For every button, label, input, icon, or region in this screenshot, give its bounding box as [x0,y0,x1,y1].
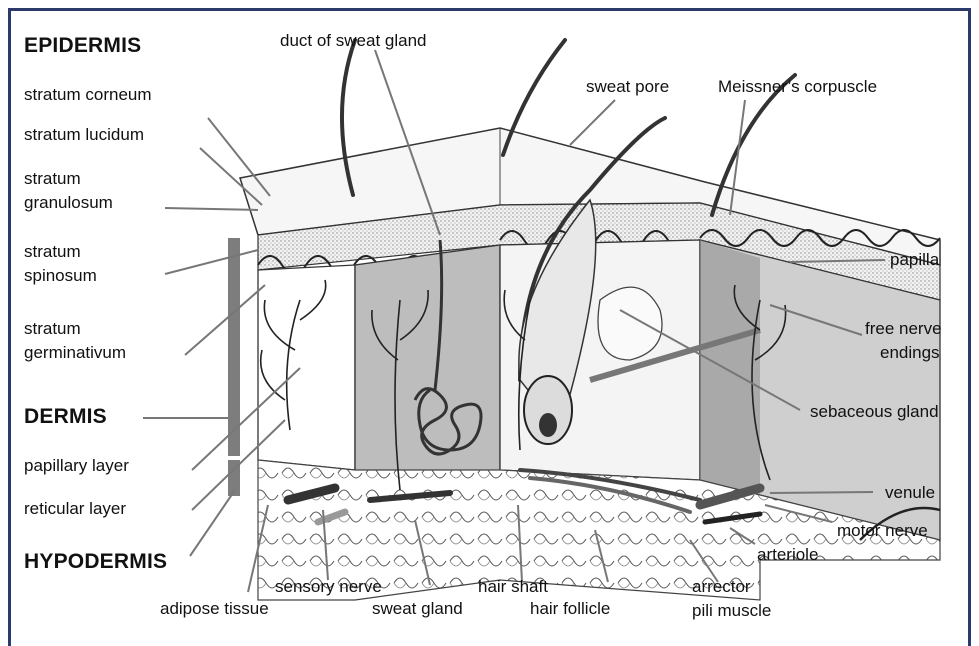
dermis-left-block [258,265,355,470]
label-sweat-pore: sweat pore [586,76,669,97]
label-hair-shaft: hair shaft [478,576,548,597]
label-venule: venule [885,482,935,503]
label-sensory-nerve: sensory nerve [275,576,382,597]
label-papillary-layer: papillary layer [24,455,129,476]
label-meissners-corpuscle: Meissner’s corpuscle [718,76,877,97]
label-papilla: papilla [890,249,939,270]
label-stratum-spinosum-line2: spinosum [24,265,97,286]
label-adipose-tissue: adipose tissue [160,598,269,619]
label-arrector-pili-muscle-line2: pili muscle [692,600,771,621]
label-hair-follicle: hair follicle [530,598,610,619]
heading-epidermis: EPIDERMIS [24,34,141,58]
label-free-nerve-endings-line1: free nerve [865,318,942,339]
label-sebaceous-gland: sebaceous gland [810,401,939,422]
heading-dermis: DERMIS [24,405,107,429]
label-stratum-germinativum-line1: stratum [24,318,81,339]
label-stratum-granulosum-line1: stratum [24,168,81,189]
label-stratum-corneum: stratum corneum [24,84,152,105]
heading-hypodermis: HYPODERMIS [24,550,167,574]
label-stratum-lucidum: stratum lucidum [24,124,144,145]
label-stratum-germinativum-line2: germinativum [24,342,126,363]
label-free-nerve-endings-line2: endings [880,342,940,363]
label-arrector-pili-muscle-line1: arrector [692,576,751,597]
label-motor-nerve: motor nerve [837,520,928,541]
label-stratum-spinosum-line1: stratum [24,241,81,262]
label-arteriole: arteriole [757,544,818,565]
label-duct-of-sweat-gland: duct of sweat gland [280,30,426,51]
label-stratum-granulosum-line2: granulosum [24,192,113,213]
dermis-range-bar [228,238,240,456]
dermis-shaded-front [355,245,500,480]
label-reticular-layer: reticular layer [24,498,126,519]
label-sweat-gland: sweat gland [372,598,463,619]
sebaceous-gland [598,287,662,360]
